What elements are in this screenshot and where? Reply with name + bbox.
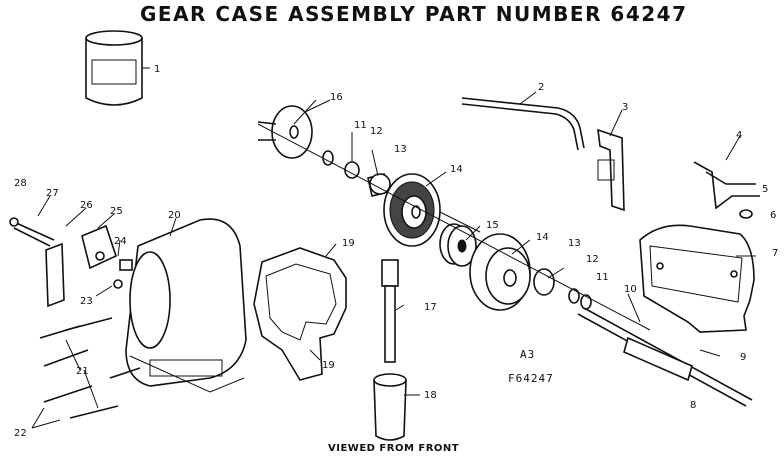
part-1-cylinder bbox=[85, 30, 150, 106]
callout-14-left: 14 bbox=[450, 164, 463, 175]
part-18-sleeve bbox=[373, 373, 407, 441]
diagram-code-a3: A3 bbox=[520, 348, 536, 361]
callout-19-top: 19 bbox=[342, 238, 355, 249]
callout-4: 4 bbox=[736, 130, 742, 141]
callout-11-right: 11 bbox=[596, 272, 609, 283]
callout-3: 3 bbox=[622, 102, 628, 113]
callout-14-right: 14 bbox=[536, 232, 549, 243]
callout-27: 27 bbox=[46, 188, 59, 199]
shaft-axis-line bbox=[257, 123, 651, 331]
callout-26: 26 bbox=[80, 200, 93, 211]
callout-5: 5 bbox=[762, 184, 768, 195]
part-14-spur-gear-right bbox=[469, 233, 531, 311]
callout-22: 22 bbox=[14, 428, 27, 439]
callout-21: 21 bbox=[76, 366, 89, 377]
part-2-shift-rod bbox=[461, 97, 585, 151]
callout-17: 17 bbox=[424, 302, 437, 313]
part-15-clutch-collar bbox=[439, 223, 477, 267]
callout-8: 8 bbox=[690, 400, 696, 411]
part-20-motor-housing bbox=[125, 218, 247, 393]
callout-15: 15 bbox=[486, 220, 499, 231]
callout-16: 16 bbox=[330, 92, 343, 103]
callout-13-left: 13 bbox=[394, 144, 407, 155]
callout-24: 24 bbox=[114, 236, 127, 247]
callout-9: 9 bbox=[740, 352, 746, 363]
part-26-lever-arm bbox=[9, 217, 65, 308]
part-25-switch-block bbox=[81, 224, 133, 289]
callout-10: 10 bbox=[624, 284, 637, 295]
part-14-bevel-gear-left bbox=[383, 173, 481, 247]
callout-1: 1 bbox=[154, 64, 160, 75]
callout-12-right: 12 bbox=[586, 254, 599, 265]
part-7-gear-case-housing bbox=[639, 224, 755, 333]
part-8-axle bbox=[577, 307, 753, 407]
callout-23: 23 bbox=[80, 296, 93, 307]
diagram-title: GEAR CASE ASSEMBLY PART NUMBER 64247 bbox=[140, 2, 688, 26]
part-4-shift-fork bbox=[693, 161, 760, 210]
callout-11-left: 11 bbox=[354, 120, 367, 131]
callout-28: 28 bbox=[14, 178, 27, 189]
part-6-nut bbox=[739, 209, 753, 219]
part-19-gasket bbox=[253, 247, 347, 381]
part-16-pulley bbox=[257, 99, 331, 159]
washers-and-bushing-right bbox=[533, 268, 592, 310]
washers-and-bushing-left bbox=[322, 150, 391, 197]
callout-13-right: 13 bbox=[568, 238, 581, 249]
callout-12-left: 12 bbox=[370, 126, 383, 137]
callout-20: 20 bbox=[168, 210, 181, 221]
diagram-code-f64247: F64247 bbox=[508, 372, 554, 385]
callout-2: 2 bbox=[538, 82, 544, 93]
callout-18: 18 bbox=[424, 390, 437, 401]
leader-lines bbox=[31, 91, 756, 429]
callout-19-bottom: 19 bbox=[322, 360, 335, 371]
callout-7: 7 bbox=[772, 248, 778, 259]
part-3-bracket bbox=[597, 128, 625, 212]
callout-25: 25 bbox=[110, 206, 123, 217]
part-17-pinion-shaft bbox=[381, 259, 399, 363]
screws-group bbox=[39, 317, 141, 419]
view-caption: VIEWED FROM FRONT bbox=[328, 443, 460, 454]
callout-6: 6 bbox=[770, 210, 776, 221]
